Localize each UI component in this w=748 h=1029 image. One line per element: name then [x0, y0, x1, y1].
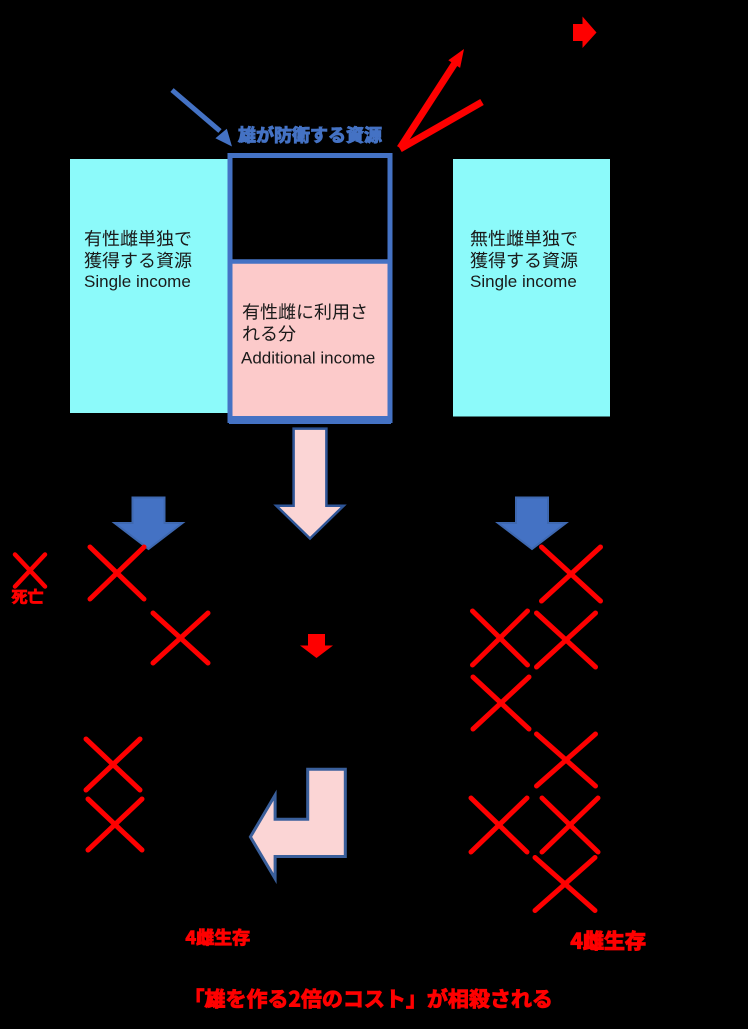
svg-text:Additional income: Additional income — [241, 349, 375, 368]
svg-text:Single income: Single income — [84, 272, 191, 291]
svg-text:Single income: Single income — [470, 272, 577, 291]
